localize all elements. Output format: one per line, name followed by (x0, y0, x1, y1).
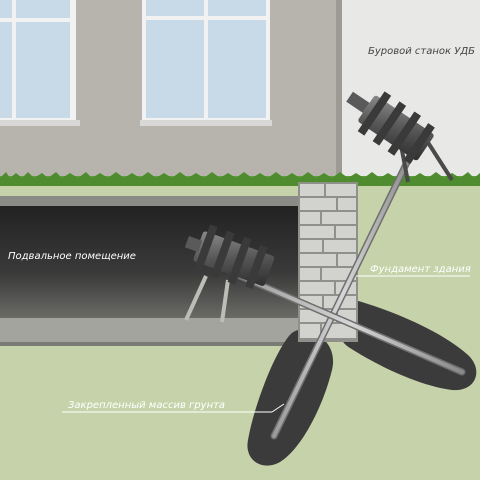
label-basement: Подвальное помещение (8, 251, 136, 262)
drill-rig-outdoor (346, 91, 454, 183)
basement-ceiling (0, 196, 300, 206)
building-edge (336, 0, 342, 185)
window-left (0, 0, 80, 126)
drill-rod-basement (236, 272, 466, 376)
label-soil-mass: Закрепленный массив грунта (68, 400, 226, 411)
basement-floor-edge (0, 342, 300, 346)
grass-tufts (0, 172, 480, 186)
leader-soil-mass-tick (271, 403, 285, 413)
drill-rod-outdoor (270, 148, 416, 440)
basement-floor (0, 318, 300, 344)
drill-rig-basement (184, 224, 275, 323)
label-foundation: Фундамент здания (370, 264, 471, 275)
window-right (140, 0, 272, 126)
label-drill-rig: Буровой станок УДБ (368, 46, 476, 57)
